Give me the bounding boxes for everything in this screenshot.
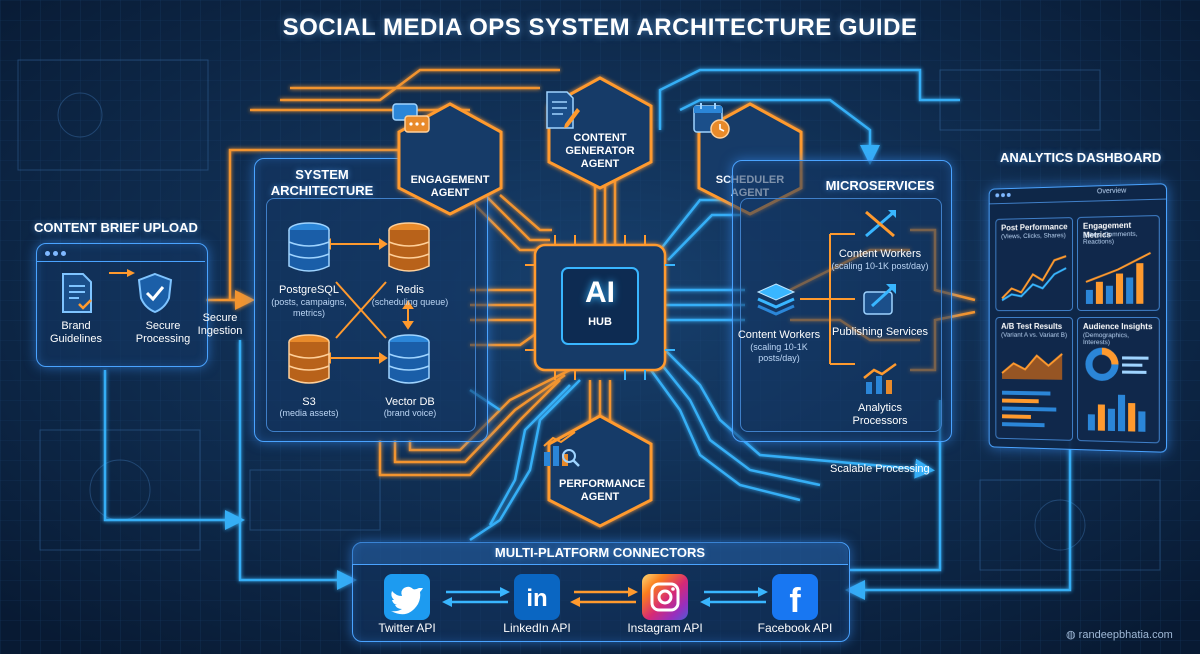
audience-insights-detail: (Demographics, Interests): [1082, 332, 1130, 347]
twitter-linkedin-link: [442, 587, 510, 607]
post-performance-title: Post Performance: [1001, 222, 1068, 233]
redis-label: Redis: [395, 284, 425, 296]
chart-magnifier-icon: [543, 431, 580, 467]
content-generator-agent-node: CONTENT GENERATOR AGENT: [541, 74, 659, 192]
stacked-layers-icon: [756, 283, 796, 316]
document-check-icon: [62, 273, 92, 313]
svg-text:in: in: [526, 585, 547, 612]
ab-test-results-detail: (Variant A vs. Variant B): [1001, 331, 1068, 339]
engagement-agent-label: ENGAGEMENT AGENT: [410, 174, 490, 199]
content-workers-right-detail: (scaling 10-1K post/day): [831, 261, 929, 271]
redis-detail: (scheduling queue): [371, 297, 449, 307]
vector-db-detail: (brand voice): [383, 408, 437, 418]
watermark-text: randeepbhatia.com: [1078, 629, 1173, 641]
analytics-chart-icon: [863, 362, 897, 394]
engagement-metrics-widget: Engagement Metrics (Likes, Comments, Rea…: [1076, 215, 1160, 311]
instagram-api-tile[interactable]: [642, 574, 688, 620]
twitter-bird-icon: [391, 586, 423, 615]
microservices-header: MICROSERVICES: [825, 178, 935, 193]
redis-icon: [388, 222, 430, 272]
connectors-header: MULTI-PLATFORM CONNECTORS: [494, 545, 706, 560]
linkedin-api-label: LinkedIn API: [503, 621, 571, 635]
linkedin-api-tile[interactable]: in: [514, 574, 560, 620]
instagram-facebook-link: [700, 587, 768, 607]
s3-detail: (media assets): [279, 408, 339, 418]
post-performance-detail: (Views, Clicks, Shares): [1001, 232, 1066, 241]
analytics-dashboard-header: ANALYTICS DASHBOARD: [1000, 150, 1162, 165]
twitter-api-label: Twitter API: [378, 621, 436, 635]
svg-text:f: f: [789, 582, 801, 620]
postgresql-label: PostgreSQL: [279, 284, 339, 296]
facebook-api-label: Facebook API: [757, 621, 833, 635]
facebook-api-tile[interactable]: f: [772, 574, 818, 620]
content-workers-right-label: Content Workers: [838, 248, 922, 260]
post-performance-widget: Post Performance (Views, Clicks, Shares): [995, 217, 1074, 312]
linkedin-instagram-link: [570, 587, 638, 607]
ab-test-results-widget: A/B Test Results (Variant A vs. Variant …: [995, 317, 1074, 441]
facebook-icon: f: [789, 582, 801, 620]
postgresql-detail: (posts, campaigns, metrics): [271, 297, 347, 318]
document-pencil-icon: [546, 91, 580, 129]
vector-db-label: Vector DB: [385, 396, 435, 408]
content-brief-header: CONTENT BRIEF UPLOAD: [34, 220, 198, 235]
content-workers-left-detail: (scaling 10-1K posts/day): [750, 342, 808, 363]
engagement-metrics-chart: [1082, 251, 1155, 304]
datastore-frame: [266, 198, 476, 432]
instagram-camera-icon: [650, 582, 680, 612]
content-generator-agent-label: CONTENT GENERATOR AGENT: [565, 132, 635, 170]
ai-hub-subtitle: HUB: [588, 316, 612, 328]
ab-test-results-chart: [1000, 346, 1068, 428]
content-workers-left-label: Content Workers: [737, 329, 821, 341]
linkedin-icon: in: [526, 585, 547, 612]
analytics-processors-label: Analytics Processors: [852, 402, 908, 427]
scalable-processing-label: Scalable Processing: [830, 463, 930, 475]
secure-processing-label: Secure Processing: [135, 320, 191, 345]
page-title: SOCIAL MEDIA OPS SYSTEM ARCHITECTURE GUI…: [282, 14, 918, 41]
microservices-frame: [740, 198, 942, 432]
system-architecture-header: SYSTEM ARCHITECTURE: [270, 167, 374, 198]
twitter-api-tile[interactable]: [384, 574, 430, 620]
audience-insights-widget: Audience Insights (Demographics, Interes…: [1076, 316, 1160, 444]
calendar-clock-icon: [693, 103, 730, 139]
dashboard-tab-overview[interactable]: Overview: [1096, 187, 1127, 196]
chat-bubbles-icon: [392, 103, 430, 133]
publish-arrow-icon: [863, 284, 896, 315]
analytics-dashboard-screen: Overview Post Performance (Views, Clicks…: [988, 183, 1168, 453]
expand-arrows-icon: [865, 210, 896, 238]
audience-insights-title: Audience Insights: [1082, 322, 1153, 332]
microservices-panel: [732, 160, 952, 442]
engagement-metrics-detail: (Likes, Comments, Reactions): [1082, 230, 1138, 246]
audience-insights-chart: [1082, 346, 1149, 432]
engagement-agent-node: ENGAGEMENT AGENT: [391, 100, 509, 218]
vector-db-icon: [388, 334, 430, 384]
performance-agent-label: PERFORMANCE AGENT: [559, 478, 646, 503]
post-performance-chart: [1000, 248, 1068, 304]
brand-guidelines-label: Brand Guidelines: [50, 320, 102, 345]
watermark: ◍ randeepbhatia.com: [1066, 628, 1173, 641]
content-brief-panel: Brand Guidelines Secure Processing: [36, 243, 208, 367]
postgresql-icon: [288, 222, 330, 272]
secure-ingestion-label: Secure Ingestion: [197, 312, 243, 337]
s3-label: S3: [302, 396, 316, 408]
globe-icon: ◍: [1066, 629, 1076, 641]
publishing-services-label: Publishing Services: [832, 326, 928, 338]
ai-hub-title: AI: [585, 276, 615, 309]
shield-check-icon: [137, 272, 173, 314]
s3-icon: [288, 334, 330, 384]
instagram-api-label: Instagram API: [627, 621, 703, 635]
performance-agent-node: PERFORMANCE AGENT: [541, 412, 659, 530]
ab-test-results-title: A/B Test Results: [1001, 321, 1063, 331]
